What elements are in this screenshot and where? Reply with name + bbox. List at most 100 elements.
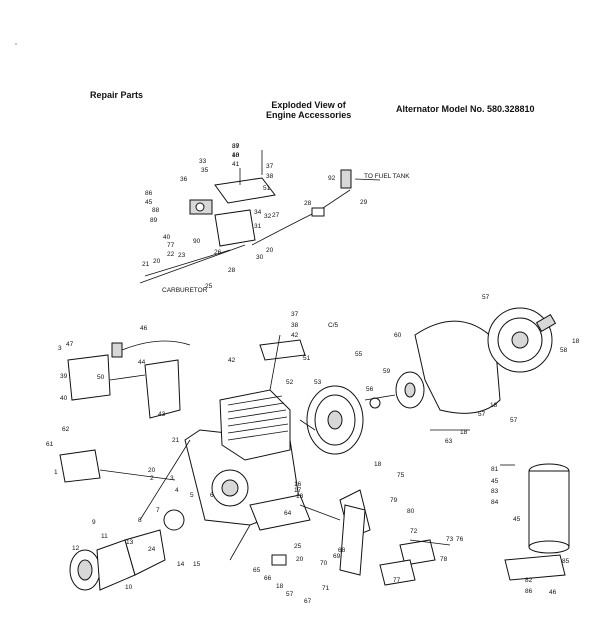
callout-4: 4 <box>175 487 179 494</box>
muffler-bracket <box>59 449 101 483</box>
callout-2: 2 <box>150 475 154 482</box>
callout-62: 62 <box>62 426 70 433</box>
callout-9: 9 <box>92 519 96 526</box>
callout-55: 55 <box>355 351 363 358</box>
callout-41: 41 <box>232 161 240 168</box>
leader-lines <box>99 334 470 561</box>
callout-40: 40 <box>60 395 68 402</box>
callout-69: 69 <box>333 553 341 560</box>
callout-18: 18 <box>276 583 284 590</box>
callout-92: 92 <box>328 175 336 182</box>
section-mark: C/5 <box>328 322 339 329</box>
callout-40: 40 <box>163 234 171 241</box>
margin-mark: ◦ <box>15 41 17 48</box>
callout-29: 29 <box>360 199 368 206</box>
callout-26: 26 <box>214 249 222 256</box>
governor-bracket <box>67 354 111 401</box>
callout-23: 23 <box>178 252 186 259</box>
callout-18: 18 <box>232 152 240 159</box>
callout-39: 39 <box>232 143 240 150</box>
callout-43: 43 <box>158 411 166 418</box>
air-cleaner-base <box>124 529 166 576</box>
callout-25: 25 <box>205 283 213 290</box>
callout-7: 7 <box>156 507 160 514</box>
callout-11: 11 <box>101 533 108 540</box>
callout-36: 36 <box>180 176 188 183</box>
throttle-pivot-icon <box>195 202 205 212</box>
callout-87: 87 <box>232 143 240 150</box>
fuel-shutoff-valve <box>340 169 352 189</box>
title-line-1: Exploded View of <box>271 100 346 110</box>
callout-22: 22 <box>167 251 175 258</box>
callout-88: 88 <box>152 207 160 214</box>
callout-32: 32 <box>264 213 272 220</box>
callout-21: 21 <box>172 437 180 444</box>
linkage-bracket <box>379 559 416 586</box>
blower-housing-icon <box>414 320 501 414</box>
callout-78: 78 <box>440 556 448 563</box>
callout-34: 34 <box>254 209 262 216</box>
callout-6: 6 <box>210 492 214 499</box>
callout-68: 68 <box>338 547 346 554</box>
callout-17: 17 <box>294 487 302 494</box>
callout-30: 30 <box>256 254 264 261</box>
engine-block-icon <box>184 389 311 531</box>
callout-81: 81 <box>491 466 499 473</box>
callout-51: 51 <box>263 185 271 192</box>
callout-58: 58 <box>560 347 568 354</box>
callout-89: 89 <box>150 217 158 224</box>
fuel-clamp <box>311 207 325 217</box>
callout-42: 42 <box>228 357 236 364</box>
callout-61: 61 <box>46 441 54 448</box>
control-bracket <box>214 209 256 247</box>
callout-45: 45 <box>513 516 521 523</box>
callout-57: 57 <box>286 591 294 598</box>
callout-38: 38 <box>266 173 274 180</box>
callout-50: 50 <box>97 374 105 381</box>
callout-90: 90 <box>193 238 201 245</box>
callout-39: 39 <box>60 373 68 380</box>
callout-5: 5 <box>190 492 194 499</box>
starter-cup <box>395 371 425 409</box>
switch-icon <box>111 342 123 358</box>
fuel-tank-note: TO FUEL TANK <box>364 173 410 180</box>
callout-79: 79 <box>390 497 398 504</box>
callout-57: 57 <box>482 294 490 301</box>
callout-20: 20 <box>153 258 161 265</box>
callout-46: 46 <box>549 589 557 596</box>
callout-37: 37 <box>266 163 274 170</box>
callout-18: 18 <box>374 461 382 468</box>
callout-76: 76 <box>456 536 464 543</box>
callout-25: 25 <box>294 543 302 550</box>
callout-64: 64 <box>284 510 292 517</box>
linkage-plate <box>399 539 436 566</box>
callout-8: 8 <box>138 517 142 524</box>
engine-base <box>249 494 311 531</box>
callout-15: 15 <box>193 561 201 568</box>
callout-66: 66 <box>264 575 272 582</box>
callout-65: 65 <box>253 567 261 574</box>
callout-59: 59 <box>383 368 391 375</box>
callout-1: 1 <box>54 469 58 476</box>
callout-3: 3 <box>58 345 62 352</box>
callout-24: 24 <box>148 546 156 553</box>
callout-53: 53 <box>314 379 322 386</box>
callout-70: 70 <box>320 560 328 567</box>
callout-84: 84 <box>491 499 499 506</box>
carburetor-note: CARBURETOR <box>162 287 208 294</box>
control-plate <box>214 177 276 204</box>
spacer <box>271 554 287 566</box>
callout-82: 82 <box>525 577 533 584</box>
callout-44: 44 <box>138 359 146 366</box>
callout-73: 73 <box>446 536 454 543</box>
callout-52: 52 <box>286 379 294 386</box>
muffler-guard <box>339 504 366 576</box>
air-cleaner-icon <box>69 539 136 591</box>
callout-45: 45 <box>491 478 499 485</box>
control-panel <box>144 359 181 419</box>
callout-42: 42 <box>291 332 299 339</box>
repair-parts-heading: Repair Parts <box>90 90 144 100</box>
callout-77: 77 <box>393 577 401 584</box>
